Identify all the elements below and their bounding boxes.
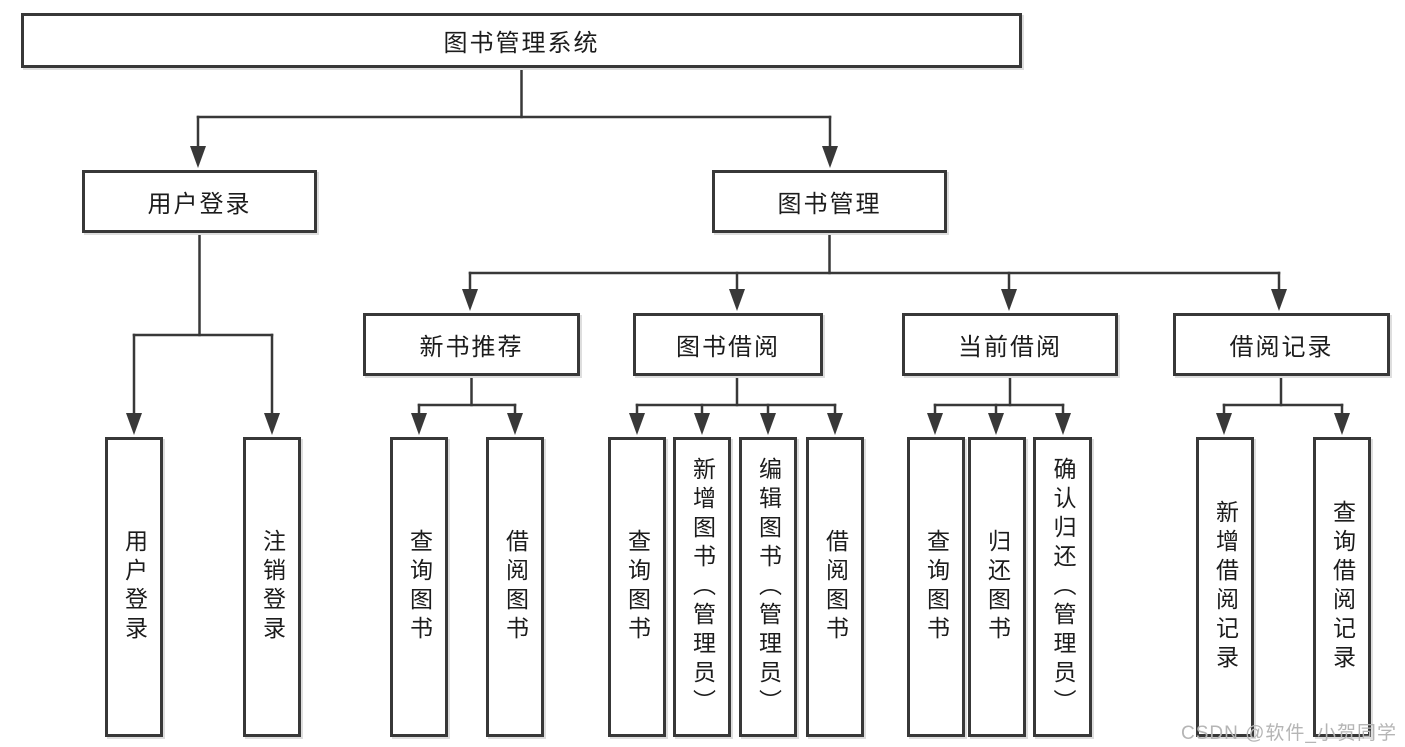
node-new-book-recommendation: 新书推荐: [363, 313, 580, 376]
node-label: 新书推荐: [419, 334, 524, 361]
leaf-label: 编辑图书（管理员）: [755, 456, 782, 718]
node-library-management-system: 图书管理系统: [21, 13, 1022, 68]
leaf-label: 用户登录: [121, 529, 148, 645]
leaf-return-books: 归还图书: [968, 437, 1026, 737]
node-label: 图书管理: [777, 191, 882, 218]
leaf-label: 查询图书: [923, 529, 950, 645]
leaf-query-books-recommend: 查询图书: [390, 437, 448, 737]
leaf-query-books-current: 查询图书: [907, 437, 965, 737]
leaf-query-borrow-record: 查询借阅记录: [1313, 437, 1371, 737]
leaf-add-borrow-record: 新增借阅记录: [1196, 437, 1254, 737]
node-label: 借阅记录: [1229, 334, 1334, 361]
node-borrowing-records: 借阅记录: [1173, 313, 1390, 376]
leaf-edit-books-admin: 编辑图书（管理员）: [739, 437, 797, 737]
leaf-label: 查询借阅记录: [1329, 500, 1356, 674]
csdn-watermark: CSDN @软件_小贺同学: [1181, 723, 1397, 744]
leaf-label: 查询图书: [406, 529, 433, 645]
leaf-user-login: 用户登录: [105, 437, 163, 737]
node-label: 图书借阅: [676, 334, 780, 361]
node-label: 当前借阅: [958, 334, 1062, 361]
leaf-add-books-admin: 新增图书（管理员）: [673, 437, 731, 737]
leaf-confirm-return-admin: 确认归还（管理员）: [1033, 437, 1092, 737]
node-user-login: 用户登录: [82, 170, 317, 233]
leaf-label: 确认归还（管理员）: [1050, 456, 1076, 718]
leaf-query-books-borrowing: 查询图书: [608, 437, 666, 737]
leaf-label: 借阅图书: [502, 529, 529, 645]
node-book-borrowing: 图书借阅: [633, 313, 823, 376]
node-label: 图书管理系统: [443, 30, 600, 57]
node-label: 用户登录: [147, 191, 252, 218]
leaf-borrow-books-recommend: 借阅图书: [486, 437, 544, 737]
leaf-label: 注销登录: [259, 529, 286, 645]
leaf-label: 归还图书: [984, 529, 1011, 645]
leaf-label: 新增图书（管理员）: [689, 456, 716, 718]
leaf-borrow-books-borrowing: 借阅图书: [806, 437, 864, 737]
leaf-label: 查询图书: [624, 529, 651, 645]
node-current-borrowing: 当前借阅: [902, 313, 1118, 376]
node-book-management: 图书管理: [712, 170, 947, 233]
leaf-label: 借阅图书: [822, 529, 849, 645]
leaf-label: 新增借阅记录: [1212, 500, 1239, 674]
leaf-logout: 注销登录: [243, 437, 301, 737]
